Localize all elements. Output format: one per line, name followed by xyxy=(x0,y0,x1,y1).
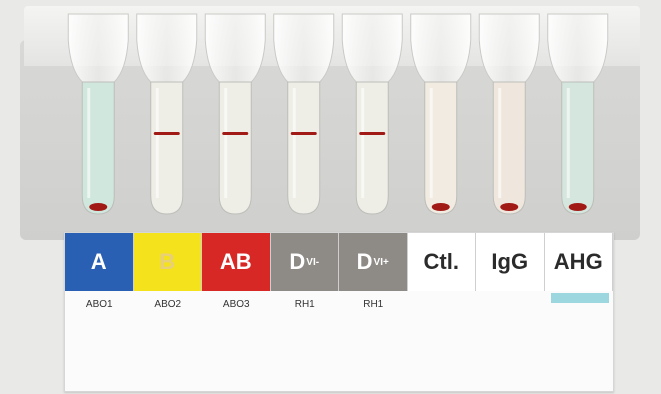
microtube xyxy=(410,13,472,215)
agglutination-band xyxy=(222,132,249,135)
microtube xyxy=(341,13,403,215)
label-b: B xyxy=(133,233,202,291)
tube-highlight xyxy=(224,88,228,198)
tube-highlight xyxy=(87,88,91,198)
tube-gel xyxy=(218,81,252,215)
tube-gel xyxy=(424,81,458,215)
tube-funnel xyxy=(478,13,540,83)
tube-highlight xyxy=(429,88,433,198)
tube-funnel xyxy=(410,13,472,83)
reagent-label xyxy=(545,299,614,310)
agglutination-band xyxy=(153,132,180,135)
tube-highlight xyxy=(566,88,570,198)
reagent-label: ABO3 xyxy=(222,299,250,310)
tube-highlight xyxy=(292,88,296,198)
tube-funnel xyxy=(204,13,266,83)
label-ahg: AHG xyxy=(544,233,613,291)
card-shadow xyxy=(20,40,640,240)
reagent-row: ABO1 ABO2 ABO3 RH1 RH1 xyxy=(65,299,613,310)
microtube xyxy=(273,13,335,215)
agglutination-band xyxy=(359,132,386,135)
label-ab: AB xyxy=(202,233,271,291)
agglutination-band xyxy=(290,132,317,135)
tube-gel xyxy=(150,81,184,215)
tube-funnel xyxy=(67,13,129,83)
microtube xyxy=(547,13,609,215)
tube-gel xyxy=(561,81,595,215)
reagent-label: ABO1 xyxy=(85,299,113,310)
cell-pellet xyxy=(431,203,450,211)
tube-funnel xyxy=(136,13,198,83)
label-igg: IgG xyxy=(476,233,545,291)
reagent-label: RH1 xyxy=(294,299,315,310)
label-ctl: Ctl. xyxy=(407,233,476,291)
tube-gel xyxy=(492,81,526,215)
microtube xyxy=(478,13,540,215)
tube-highlight xyxy=(361,88,365,198)
reagent-label xyxy=(408,299,477,310)
tube-gel xyxy=(287,81,321,215)
microtube xyxy=(204,13,266,215)
tube-highlight xyxy=(155,88,159,198)
ahg-color-bar xyxy=(551,293,609,303)
microtube xyxy=(67,13,129,215)
label-a: A xyxy=(65,233,134,291)
reagent-label: ABO2 xyxy=(154,299,182,310)
tube-highlight xyxy=(498,88,502,198)
tube-funnel xyxy=(547,13,609,83)
tube-funnel xyxy=(341,13,403,83)
reagent-label xyxy=(476,299,545,310)
tube-gel xyxy=(355,81,389,215)
cell-pellet xyxy=(500,203,519,211)
tube-gel xyxy=(81,81,115,215)
tube-funnel xyxy=(273,13,335,83)
microtube xyxy=(136,13,198,215)
cell-pellet xyxy=(89,203,108,211)
reagent-label: RH1 xyxy=(363,299,384,310)
cell-pellet xyxy=(568,203,587,211)
